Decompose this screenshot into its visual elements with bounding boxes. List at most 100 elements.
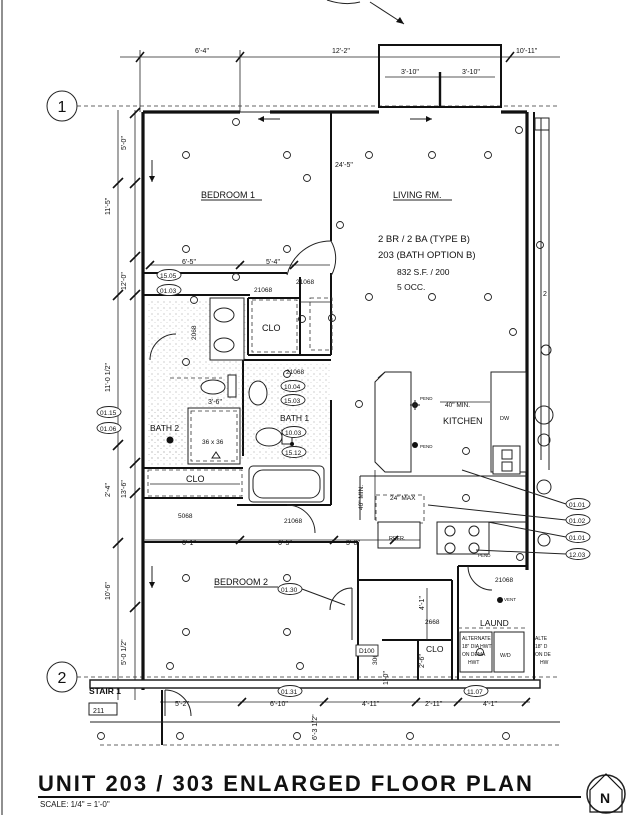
dim-label: 2'-6" bbox=[419, 654, 426, 668]
equipment-labels: PEND PEND PEND REFR. DW VENT W/D ALTERNA… bbox=[389, 396, 552, 666]
north-letter: N bbox=[600, 790, 610, 806]
svg-text:21068: 21068 bbox=[286, 369, 304, 376]
svg-text:15.03: 15.03 bbox=[284, 398, 301, 405]
dim-label: 6'-5" bbox=[278, 540, 292, 547]
room-label-bath-2: BATH 2 bbox=[150, 423, 179, 433]
svg-text:W/D: W/D bbox=[500, 653, 511, 659]
svg-text:01.15: 01.15 bbox=[100, 410, 117, 417]
svg-text:PEND: PEND bbox=[420, 444, 433, 449]
svg-text:ON DEMA: ON DEMA bbox=[462, 652, 486, 658]
svg-text:18" DIA HWT: 18" DIA HWT bbox=[462, 644, 492, 650]
adjacent-unit-edge: 2 bbox=[534, 117, 554, 547]
dim-label: 2'-4" bbox=[105, 483, 112, 497]
balcony: 3'-10" 3'-10" bbox=[378, 44, 502, 108]
dim-label: 10'-11" bbox=[516, 48, 538, 55]
svg-text:11.07: 11.07 bbox=[467, 689, 483, 696]
exterior-walls bbox=[89, 110, 541, 690]
svg-text:5068: 5068 bbox=[178, 513, 193, 520]
svg-text:PEND: PEND bbox=[420, 396, 433, 401]
left-dimension-strings: 5'-0" 11'-5" 12'-0" 11'-0 1/2" 13'-6" 2'… bbox=[105, 107, 141, 700]
svg-text:DW: DW bbox=[500, 416, 510, 422]
keynote-tags: 15.05 01.03 01.15 01.06 10.04 15.03 10.0… bbox=[96, 269, 591, 697]
svg-text:15.05: 15.05 bbox=[160, 273, 177, 280]
dim-label: 13'-6" bbox=[121, 480, 128, 498]
room-label-bedroom-2: BEDROOM 2 bbox=[214, 577, 268, 587]
dim-label: 3'-10" bbox=[462, 69, 480, 76]
dim-label: 3'-10" bbox=[401, 69, 419, 76]
dim-label: 4'-1" bbox=[419, 596, 426, 610]
room-label-living: LIVING RM. bbox=[393, 190, 442, 200]
svg-text:2: 2 bbox=[58, 670, 67, 687]
interior-walls bbox=[143, 112, 527, 680]
dim-label: 11'-0 1/2" bbox=[105, 362, 112, 392]
svg-text:01.30: 01.30 bbox=[281, 587, 298, 594]
bath-2-fixtures bbox=[148, 297, 246, 465]
unit-info: 2 BR / 2 BA (TYPE B) 203 (BATH OPTION B)… bbox=[378, 234, 475, 292]
svg-text:21068: 21068 bbox=[296, 279, 314, 286]
dim-label: 6'-4" bbox=[195, 48, 209, 55]
interior-dimension-ticks bbox=[145, 260, 531, 707]
dim-label: 6'-3 1/2" bbox=[312, 714, 319, 740]
dim-label: 40" MIN. bbox=[358, 485, 365, 510]
dim-label: 40" MIN. bbox=[445, 402, 470, 409]
svg-text:18" D: 18" D bbox=[535, 644, 548, 650]
bath-1-fixtures bbox=[246, 364, 330, 503]
svg-text:10.03: 10.03 bbox=[285, 430, 302, 437]
svg-text:15.12: 15.12 bbox=[285, 450, 302, 457]
dim-label: 3'-0" bbox=[346, 540, 360, 547]
svg-text:1: 1 bbox=[58, 99, 67, 116]
unit-option: 203 (BATH OPTION B) bbox=[378, 250, 475, 261]
svg-text:12.03: 12.03 bbox=[569, 552, 586, 559]
top-dimension-string: 6'-4" 12'-2" 10'-11" bbox=[120, 48, 560, 112]
ceiling-lights bbox=[97, 118, 544, 740]
unit-area: 832 S.F. / 200 bbox=[397, 267, 450, 277]
room-label-stair-number: 211 bbox=[93, 708, 104, 715]
room-label-bath-1: BATH 1 bbox=[280, 413, 309, 423]
svg-text:2: 2 bbox=[543, 291, 547, 298]
dim-label: 6'-5" bbox=[182, 259, 196, 266]
room-labels: BEDROOM 1 LIVING RM. CLO BATH 2 BATH 1 C… bbox=[88, 190, 509, 716]
svg-text:01.31: 01.31 bbox=[281, 689, 298, 696]
dim-label: 6'-10" bbox=[270, 701, 288, 708]
grid-bubble-1: 1 bbox=[46, 90, 78, 122]
svg-text:2068: 2068 bbox=[191, 325, 198, 340]
direction-arrows bbox=[149, 116, 432, 588]
stair-band bbox=[90, 690, 560, 746]
svg-text:01.03: 01.03 bbox=[160, 288, 177, 295]
svg-text:01.01: 01.01 bbox=[569, 535, 586, 542]
svg-text:21068: 21068 bbox=[254, 287, 272, 294]
dim-label: 4'-11" bbox=[362, 701, 380, 708]
dim-label: 2'-11" bbox=[425, 701, 443, 708]
door-numbers: 21068 21068 2068 21068 5068 21068 21068 … bbox=[178, 279, 513, 665]
top-callout bbox=[326, 0, 361, 5]
svg-text:REFR.: REFR. bbox=[389, 536, 406, 542]
room-label-laundry: LAUND bbox=[480, 618, 509, 628]
svg-text:10.04: 10.04 bbox=[284, 384, 301, 391]
room-label-closet-3: CLO bbox=[426, 644, 444, 654]
room-label-stair: STAIR 1 bbox=[89, 686, 121, 696]
dim-label: 5'-4" bbox=[266, 259, 280, 266]
kitchen-fixtures bbox=[359, 371, 527, 555]
svg-text:21068: 21068 bbox=[495, 577, 513, 584]
svg-text:2668: 2668 bbox=[425, 619, 440, 626]
svg-text:HW: HW bbox=[540, 660, 549, 666]
svg-text:HWT: HWT bbox=[468, 660, 479, 666]
dim-label: 24" MAX bbox=[390, 495, 416, 502]
dim-label: 36 x 36 bbox=[202, 439, 224, 446]
svg-text:ALTERNATE: ALTERNATE bbox=[462, 636, 491, 642]
dim-label: 11'-5" bbox=[105, 197, 112, 215]
svg-text:ALTE: ALTE bbox=[535, 636, 548, 642]
dim-label: 5'-2" bbox=[175, 701, 189, 708]
room-label-closet-2: CLO bbox=[186, 474, 205, 484]
svg-text:01.06: 01.06 bbox=[100, 426, 117, 433]
svg-text:VENT: VENT bbox=[504, 597, 516, 602]
dim-label: 12'-2" bbox=[332, 48, 350, 55]
room-label-kitchen: KITCHEN bbox=[443, 416, 483, 426]
drawing-title: UNIT 203 / 303 ENLARGED FLOOR PLAN bbox=[38, 771, 534, 796]
laundry-fixtures bbox=[458, 597, 527, 673]
dim-label: 5'-0 1/2" bbox=[121, 639, 128, 665]
unit-occupancy: 5 OCC. bbox=[397, 282, 425, 292]
grid-bubble-2: 2 bbox=[46, 661, 78, 693]
room-label-closet-1: CLO bbox=[262, 323, 281, 333]
north-arrow: N bbox=[586, 773, 626, 814]
